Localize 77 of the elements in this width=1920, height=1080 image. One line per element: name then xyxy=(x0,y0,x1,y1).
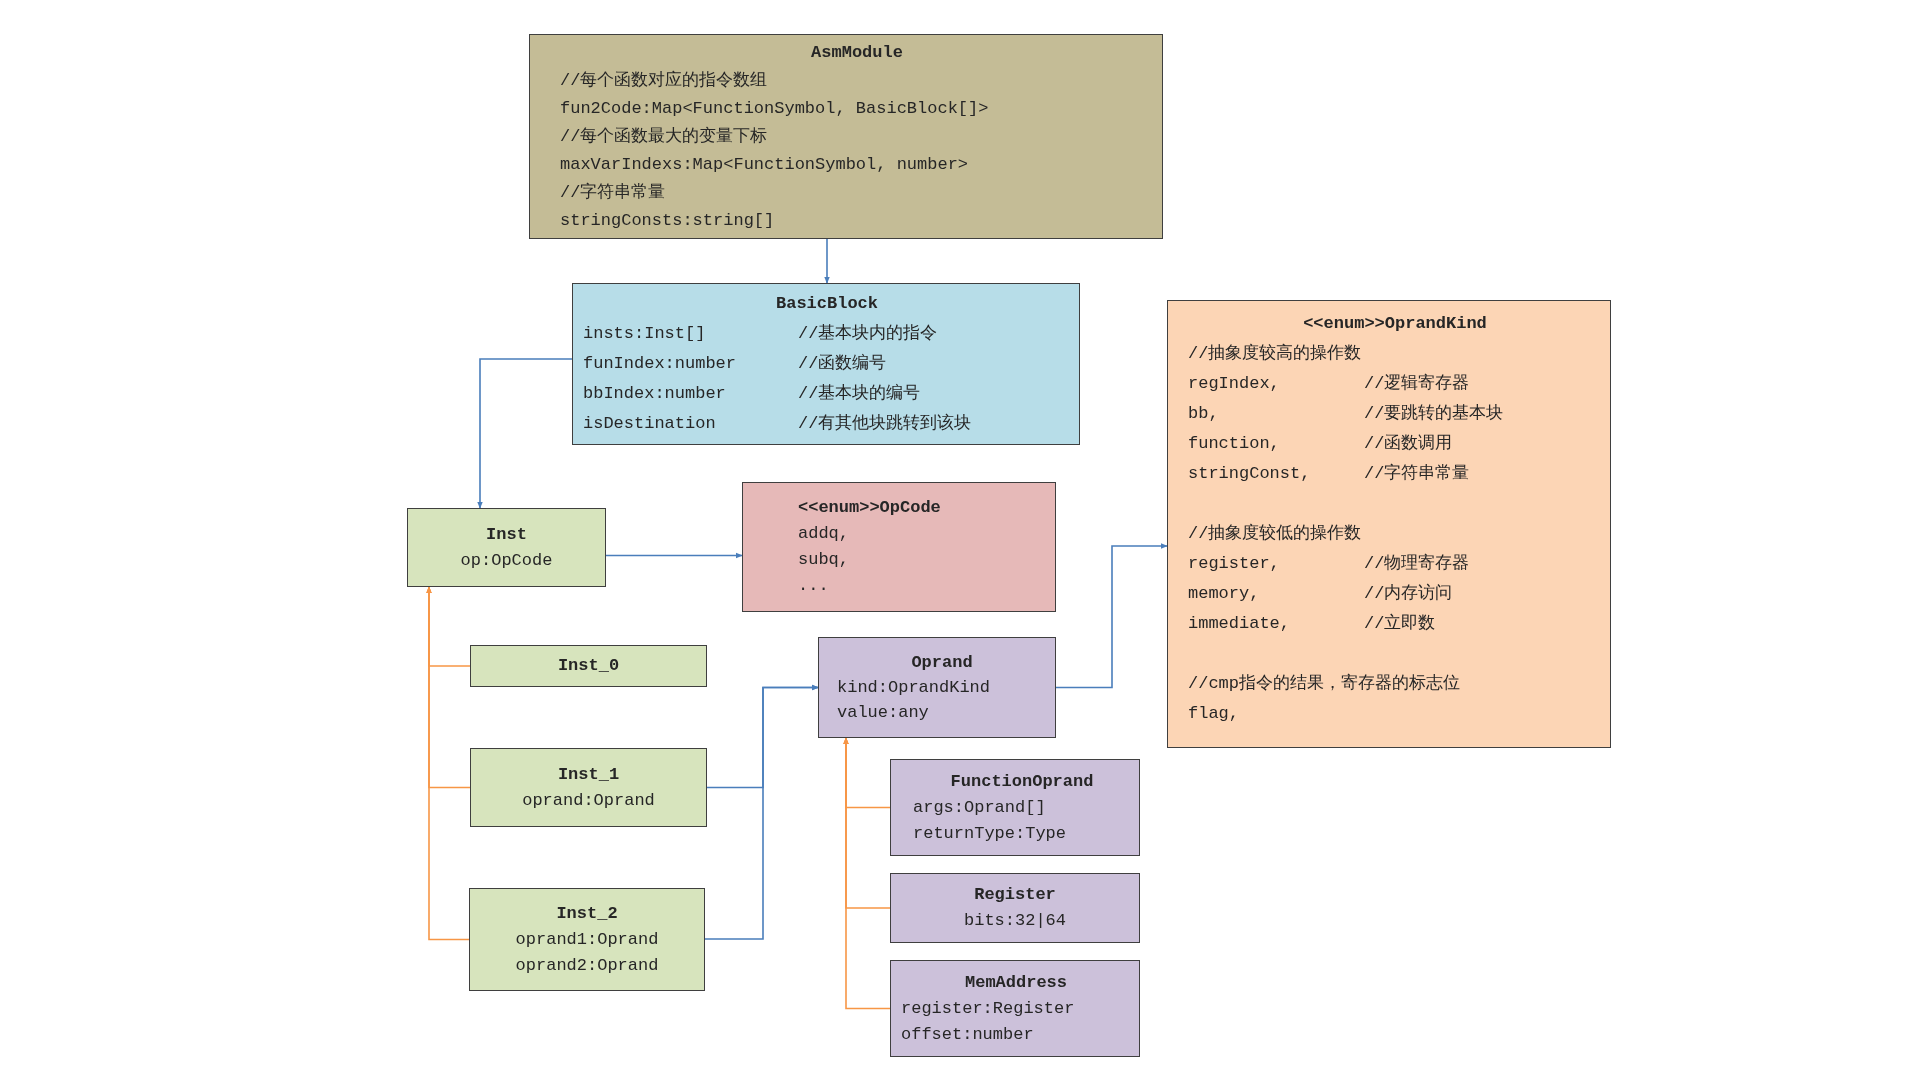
member-text: //每个函数对应的指令数组 xyxy=(560,69,768,92)
arrow xyxy=(843,737,891,1010)
member-text: funIndex:number xyxy=(583,353,737,375)
member-text: //函数调用 xyxy=(1364,433,1453,455)
member-text: register:Register xyxy=(901,997,1075,1020)
class-box xyxy=(572,283,1080,445)
member-text: kind:OprandKind xyxy=(837,677,991,699)
member-text: //物理寄存器 xyxy=(1364,552,1470,575)
member-text: //内存访问 xyxy=(1364,582,1453,605)
member-text: insts:Inst[] xyxy=(583,323,706,345)
member-text: value:any xyxy=(837,702,929,724)
member-text: returnType:Type xyxy=(913,822,1067,845)
class-name: AsmModule xyxy=(811,41,903,64)
member-text: //抽象度较低的操作数 xyxy=(1188,522,1362,545)
arrow xyxy=(426,586,470,941)
member-text: bb, xyxy=(1188,403,1219,425)
member-text: oprand1:Oprand xyxy=(515,928,659,951)
class-name: Inst_0 xyxy=(557,655,620,677)
member-text: //有其他块跳转到该块 xyxy=(798,412,972,435)
class-name: FunctionOprand xyxy=(950,770,1094,793)
class-box xyxy=(818,637,1056,738)
arrow xyxy=(704,684,819,940)
class-box xyxy=(890,960,1140,1057)
member-text: offset:number xyxy=(901,1023,1034,1046)
class-name: BasicBlock xyxy=(776,293,878,315)
member-text: memory, xyxy=(1188,583,1260,605)
member-text: subq, xyxy=(798,549,849,571)
member-text: regIndex, xyxy=(1188,373,1280,395)
class-name: MemAddress xyxy=(965,971,1067,994)
class-name: Inst_2 xyxy=(556,902,618,925)
member-text: ... xyxy=(798,575,829,597)
class-name: Oprand xyxy=(911,652,973,674)
arrow xyxy=(1055,543,1168,689)
class-name: Inst_1 xyxy=(557,763,620,786)
class-name: Register xyxy=(974,884,1056,906)
member-text: //基本块的编号 xyxy=(798,383,921,405)
member-text: stringConsts:string[] xyxy=(560,209,775,232)
class-name: <<enum>>OprandKind xyxy=(1303,313,1487,335)
member-text: stringConst, xyxy=(1188,463,1311,485)
member-text: bits:32|64 xyxy=(964,910,1066,932)
member-text: register, xyxy=(1188,553,1280,575)
class-box xyxy=(470,748,707,827)
member-text: bbIndex:number xyxy=(583,383,726,405)
member-text: op:OpCode xyxy=(460,549,553,572)
class-box xyxy=(470,645,707,687)
member-text: //要跳转的基本块 xyxy=(1364,403,1504,425)
member-text: //每个函数最大的变量下标 xyxy=(560,125,768,148)
member-text: fun2Code:Map<FunctionSymbol, BasicBlock[]> xyxy=(560,97,989,120)
class-box xyxy=(407,508,606,587)
class-box xyxy=(469,888,705,991)
member-text: isDestination xyxy=(583,413,716,435)
class-box xyxy=(890,873,1140,943)
member-text: flag, xyxy=(1188,703,1239,725)
arrow xyxy=(605,552,743,559)
class-name: <<enum>>OpCode xyxy=(798,497,941,519)
member-text: //基本块内的指令 xyxy=(798,323,938,345)
class-box xyxy=(529,34,1163,239)
member-text: maxVarIndexs:Map<FunctionSymbol, number> xyxy=(560,153,969,176)
member-text: //逻辑寄存器 xyxy=(1364,372,1470,395)
arrow xyxy=(477,358,573,509)
member-text: //字符串常量 xyxy=(1364,462,1470,485)
member-text: oprand2:Oprand xyxy=(515,954,659,977)
member-text: //字符串常量 xyxy=(560,181,666,204)
member-text: //函数编号 xyxy=(798,353,887,375)
member-text: //抽象度较高的操作数 xyxy=(1188,342,1362,365)
member-text: immediate, xyxy=(1188,613,1291,635)
class-box xyxy=(890,759,1140,856)
member-text: oprand:Oprand xyxy=(522,789,655,812)
class-box xyxy=(1167,300,1611,748)
member-text: args:Oprand[] xyxy=(913,796,1046,819)
class-box xyxy=(742,482,1056,612)
arrow xyxy=(824,238,830,284)
class-name: Inst xyxy=(486,523,527,546)
member-text: addq, xyxy=(798,523,849,545)
member-text: //cmp指令的结果，寄存器的标志位 xyxy=(1188,672,1460,695)
member-text: function, xyxy=(1188,433,1280,455)
member-text: //立即数 xyxy=(1364,612,1436,635)
